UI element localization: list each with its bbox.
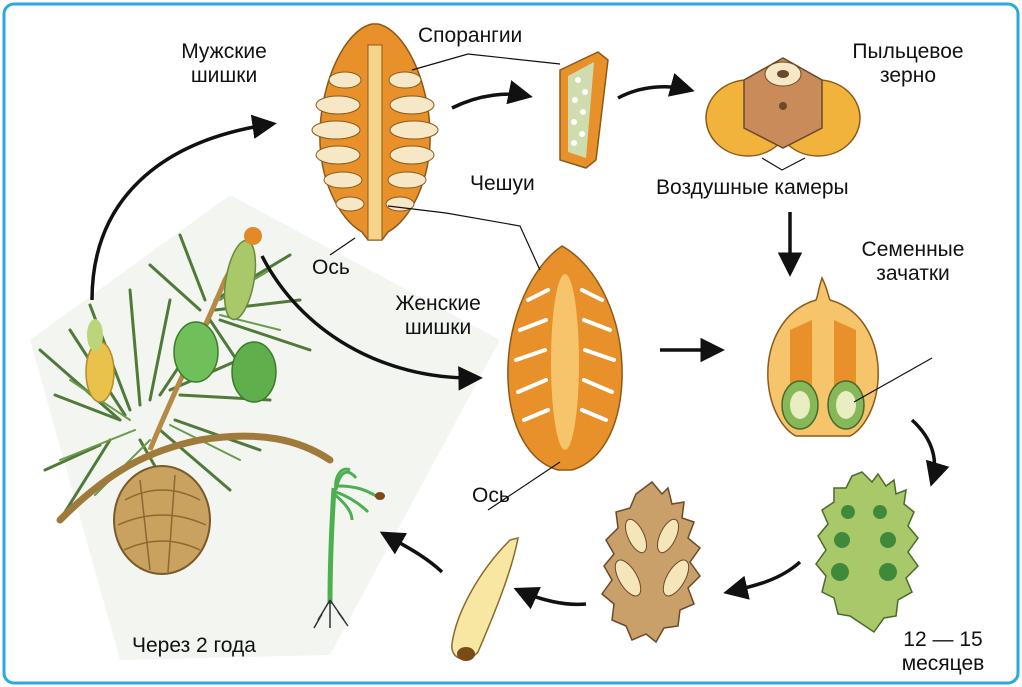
label-ovules: Семенные зачатки (838, 238, 988, 286)
label-sporangia: Спорангии (418, 24, 522, 48)
label-female-cones: Женские шишки (376, 292, 500, 340)
seed-scale-green-illustration (816, 472, 918, 632)
label-pollen-grain: Пыльцевое зерно (836, 40, 980, 88)
male-cone-section (312, 24, 438, 240)
arrow-ovule-to-green-scale (912, 420, 935, 482)
arrow-seed-to-seedling (384, 534, 442, 572)
label-scales: Чешуи (470, 172, 535, 196)
female-cone-section (508, 246, 622, 470)
label-months: 12 — 15 месяцев (884, 628, 1002, 676)
sporangium-illustration (560, 52, 608, 168)
label-after-two-years: Через 2 года (132, 634, 256, 658)
arrow-male-cone-to-sporangium (452, 94, 528, 108)
label-axis-male: Ось (312, 256, 350, 280)
seed-scale-tan-illustration (602, 482, 700, 642)
label-axis-female: Ось (472, 484, 510, 508)
winged-seed-illustration (452, 538, 518, 661)
label-male-cones: Мужские шишки (160, 40, 288, 88)
arrow-green-to-tan-scale (728, 562, 800, 592)
arrow-tan-scale-to-seed (518, 590, 586, 604)
label-air-chambers: Воздушные камеры (656, 176, 849, 200)
arrow-sporangium-to-pollen (618, 87, 690, 98)
ovule-illustration (768, 278, 878, 436)
